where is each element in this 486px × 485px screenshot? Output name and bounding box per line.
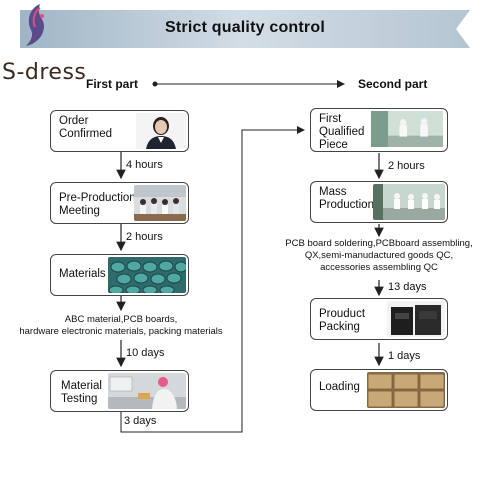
brand-logotype: S-dress <box>2 60 87 85</box>
second-part-label: Second part <box>358 77 428 91</box>
step-order-confirmed: Order Confirmed <box>50 110 189 152</box>
duration-label: 1 days <box>388 350 421 362</box>
page-title: Strict quality control <box>165 19 325 36</box>
step-product-packing: Prouduct Packing <box>310 298 448 340</box>
step-first-qualified-piece: First Qualified Piece <box>310 108 448 152</box>
header-banner: Strict quality control <box>20 10 470 48</box>
testing-image <box>108 373 186 409</box>
duration-label: 4 hours <box>126 159 163 171</box>
duration-label: 3 days <box>124 415 157 427</box>
step-label: Order Confirmed <box>59 115 113 140</box>
meeting-room-image <box>134 185 186 221</box>
step-loading: Loading <box>310 369 448 411</box>
duration-label: 2 hours <box>388 160 425 172</box>
materials-image <box>108 257 186 293</box>
duration-label: 13 days <box>388 281 427 293</box>
person-portrait-image <box>136 113 186 149</box>
production-note: PCB board soldering,PCBboard assembling,… <box>285 238 473 273</box>
step-pre-production-meeting: Pre-Production Meeting <box>50 182 189 224</box>
first-part-label: First part <box>86 77 139 91</box>
step-label: Materials <box>59 268 106 280</box>
step-label: Prouduct Packing <box>319 308 366 333</box>
step-label: Mass Production <box>319 186 374 211</box>
step-label: Pre-Production Meeting <box>59 192 136 217</box>
banner-shape <box>20 10 470 48</box>
materials-note: ABC material,PCB boards, hardware electr… <box>19 314 223 337</box>
step-materials: Materials <box>50 254 189 296</box>
step-label: First Qualified Piece <box>319 113 365 151</box>
step-mass-production: Mass Production <box>310 181 448 223</box>
logo-icon <box>26 4 44 46</box>
cartons-image <box>367 372 445 408</box>
production-line-image <box>373 184 445 220</box>
workshop-image <box>371 111 443 147</box>
step-label: Material Testing <box>61 380 102 405</box>
step-material-testing: Material Testing <box>50 370 189 412</box>
step-label: Loading <box>319 381 360 393</box>
packing-image <box>387 301 445 337</box>
duration-label: 10 days <box>126 347 165 359</box>
duration-label: 2 hours <box>126 231 163 243</box>
